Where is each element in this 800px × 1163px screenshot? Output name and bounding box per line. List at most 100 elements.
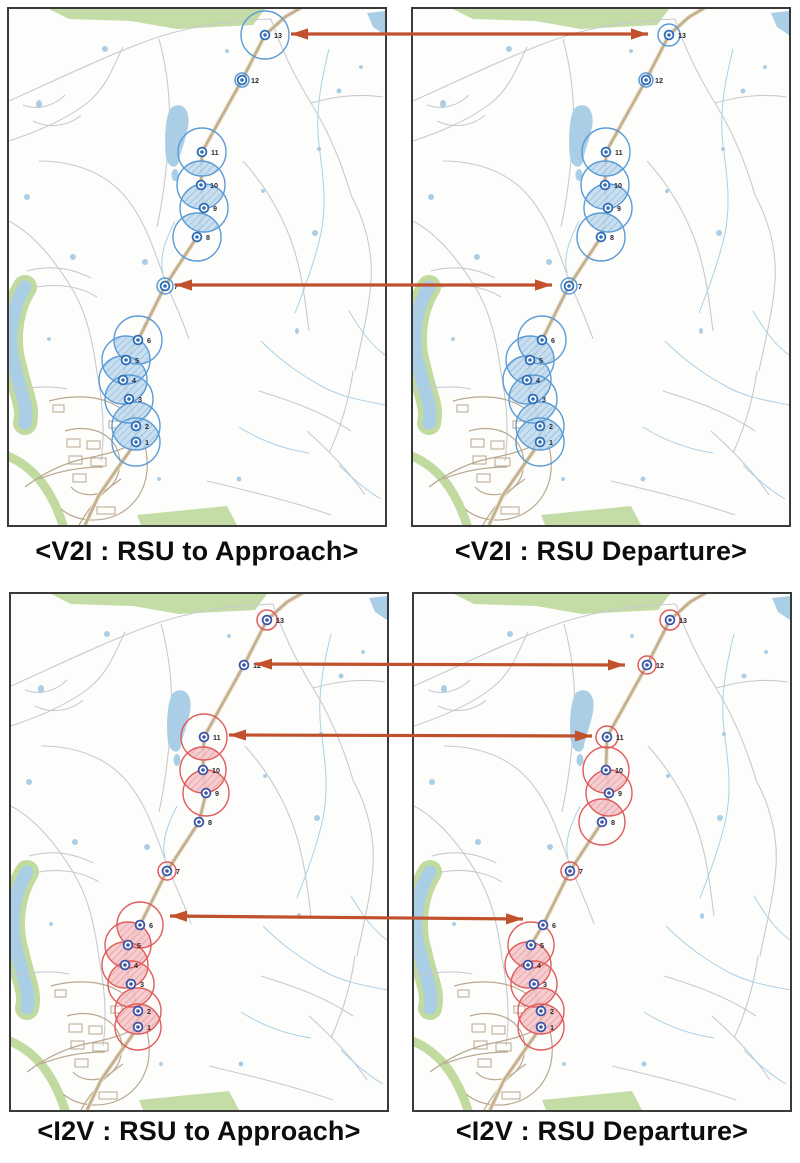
- river: [9, 280, 33, 430]
- stream: [753, 895, 790, 941]
- city-block: [110, 1005, 123, 1014]
- stream: [698, 232, 726, 314]
- stream: [163, 805, 178, 859]
- pond: [665, 189, 669, 193]
- coverage-circle-rsu-3: [104, 374, 154, 424]
- coverage-overlap: [586, 770, 629, 793]
- minor-road: [430, 267, 496, 279]
- pond: [261, 189, 265, 193]
- urban-street: [38, 466, 104, 480]
- pond: [227, 634, 231, 638]
- city-block: [70, 1040, 85, 1050]
- rsu-node-label: 6: [551, 336, 555, 345]
- pond: [429, 779, 435, 785]
- rsu-node-2: 2: [130, 420, 149, 432]
- pond: [740, 88, 746, 94]
- city-block: [88, 1025, 103, 1035]
- city-block: [457, 989, 470, 998]
- minor-road: [711, 1015, 771, 1081]
- minor-road: [40, 745, 192, 925]
- rsu-node-label: 3: [542, 395, 546, 404]
- coverage-circle-rsu-1: [515, 417, 565, 467]
- caption-v2i-rsu-departure: <V2I : RSU Departure>: [454, 536, 748, 566]
- stream: [664, 340, 789, 406]
- map-background: [414, 594, 790, 1110]
- rsu-node-label: 4: [134, 961, 138, 970]
- urban-street: [50, 981, 150, 1106]
- rsu-node-11: 11: [196, 146, 219, 158]
- minor-road: [34, 699, 84, 712]
- minor-road: [442, 160, 594, 340]
- minor-road: [414, 631, 529, 727]
- pond: [102, 46, 108, 52]
- rsu-node-label: 11: [615, 148, 623, 157]
- pond: [297, 913, 301, 919]
- minor-road: [310, 94, 384, 104]
- rsu-node-label: 2: [147, 1007, 151, 1016]
- lake: [165, 105, 189, 167]
- pond: [142, 259, 148, 265]
- minor-road: [611, 1065, 737, 1101]
- rsu-node-label: 2: [145, 422, 149, 431]
- rsu-node-12: 12: [640, 74, 663, 86]
- rsu-node-label: 1: [147, 1023, 151, 1032]
- coverage-circle-rsu-6: [113, 315, 163, 365]
- rsu-node-2: 2: [132, 1005, 151, 1017]
- stream: [721, 48, 734, 234]
- pond: [440, 100, 446, 108]
- pond: [641, 1061, 647, 1067]
- minor-road: [9, 386, 68, 392]
- rsu-node-label: 9: [215, 789, 219, 798]
- stream: [565, 220, 580, 274]
- stream: [262, 925, 387, 991]
- highlight-ring-rsu-13: [657, 23, 681, 47]
- rsu-node-11: 11: [600, 146, 623, 158]
- city-block: [476, 473, 491, 483]
- pond: [561, 477, 565, 481]
- pond: [546, 259, 552, 265]
- map-background: [11, 594, 387, 1110]
- pond: [312, 230, 318, 236]
- minor-road: [330, 955, 356, 1039]
- highlight-ring-rsu-11: [595, 725, 619, 749]
- urban-street: [26, 1026, 139, 1073]
- highlight-ring-rsu-12: [637, 655, 657, 675]
- minor-road: [28, 852, 94, 864]
- rsu-node-label: 13: [276, 616, 284, 625]
- rsu-node-label: 5: [539, 356, 543, 365]
- urban-street: [452, 396, 552, 521]
- rsu-node-label: 10: [614, 181, 622, 190]
- minor-road: [754, 194, 776, 372]
- city-block: [98, 1091, 118, 1100]
- urban-street: [40, 1051, 106, 1065]
- pond: [699, 328, 703, 334]
- greenbelt: [414, 1036, 473, 1110]
- rsu-node-5: 5: [524, 354, 543, 366]
- pond: [157, 477, 161, 481]
- rsu-node-label: 12: [251, 76, 259, 85]
- pond: [70, 254, 76, 260]
- pond: [576, 754, 584, 766]
- city-block: [500, 506, 520, 515]
- coverage-circle-rsu-11: [581, 127, 631, 177]
- coverage-circle-rsu-13: [240, 10, 290, 60]
- city-block: [470, 438, 485, 448]
- stream: [161, 220, 176, 274]
- rsu-node-6: 6: [537, 919, 556, 931]
- city-block: [72, 473, 87, 483]
- rsu-node-label: 3: [140, 980, 144, 989]
- minor-road: [755, 779, 777, 957]
- rsu-node-7: 7: [161, 865, 180, 877]
- park-area: [454, 594, 670, 614]
- rsu-node-label: 8: [208, 818, 212, 827]
- stream: [238, 426, 310, 454]
- pond: [475, 839, 481, 845]
- minor-road: [413, 46, 528, 142]
- city-block: [456, 404, 469, 413]
- pond: [144, 844, 150, 850]
- highlight-ring-rsu-13: [659, 609, 681, 631]
- pond: [338, 673, 344, 679]
- lake: [167, 690, 191, 752]
- rsu-node-label: 4: [537, 961, 541, 970]
- highlight-ring-rsu-12: [638, 72, 654, 88]
